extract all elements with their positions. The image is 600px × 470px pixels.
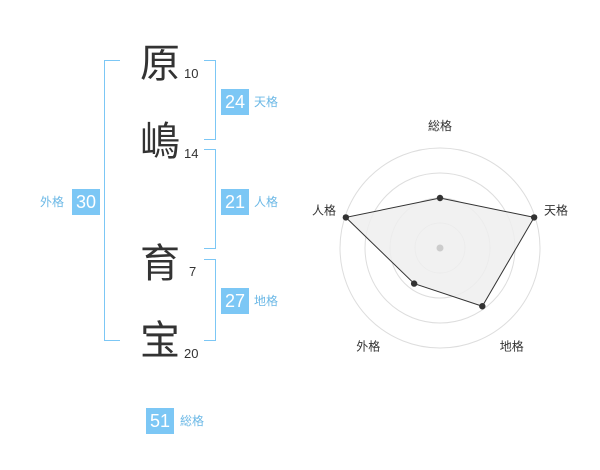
radar-point (410, 280, 418, 287)
soukaku-badge: 51 (146, 408, 174, 434)
radar-area (344, 197, 535, 307)
radar-axis-label: 人格 (312, 202, 336, 217)
radar-axis-label: 天格 (544, 202, 568, 217)
radar-point (342, 214, 350, 221)
gaikaku-bracket (104, 60, 120, 341)
soukaku-label: 総格 (180, 414, 205, 428)
jinkaku-badge: 21 (221, 189, 249, 215)
radar-axis-label: 総格 (428, 118, 452, 133)
radar-point (436, 194, 444, 202)
radar-point (530, 214, 538, 221)
chikaku-badge: 27 (221, 288, 249, 314)
jinkaku-bracket (204, 149, 216, 249)
stroke-count-3: 7 (189, 264, 197, 279)
stroke-count-2: 14 (184, 146, 199, 161)
gaikaku-label: 外格 (40, 195, 65, 209)
tenkaku-bracket (204, 60, 216, 140)
name-char-2: 嶋 (140, 119, 180, 165)
radar-grid-ring (339, 147, 541, 349)
tenkaku-label: 天格 (254, 95, 279, 109)
radar-axis-label: 外格 (356, 339, 380, 354)
chikaku-label: 地格 (254, 294, 279, 308)
tenkaku-badge: 24 (221, 89, 249, 115)
stroke-count-1: 10 (184, 66, 199, 81)
gaikaku-badge: 30 (72, 189, 100, 215)
radar-point (479, 303, 486, 310)
name-char-4: 宝 (140, 318, 180, 364)
jinkaku-label: 人格 (254, 195, 279, 209)
radar-center-dot (436, 244, 444, 252)
name-char-3: 育 (140, 241, 180, 287)
chikaku-bracket (204, 259, 216, 341)
radar-axis-label: 地格 (500, 339, 524, 354)
name-char-1: 原 (140, 41, 180, 87)
stroke-count-4: 20 (184, 346, 199, 361)
